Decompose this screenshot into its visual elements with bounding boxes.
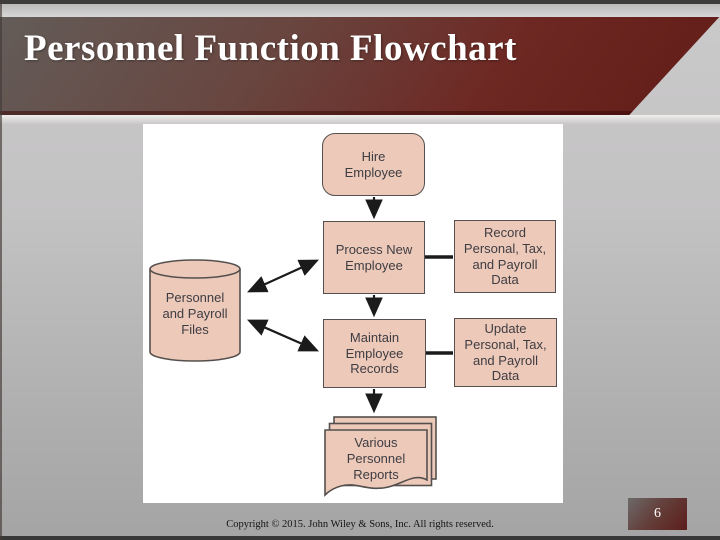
cylinder-shape bbox=[149, 259, 241, 362]
banner-underline-highlight bbox=[0, 115, 720, 124]
node-record-data-label: Record Personal, Tax, and Payroll Data bbox=[463, 224, 547, 288]
node-hire-employee-label: Hire Employee bbox=[344, 148, 403, 180]
copyright-text: Copyright © 2015. John Wiley & Sons, Inc… bbox=[226, 519, 494, 530]
double-arrow-files-process bbox=[246, 259, 320, 293]
page-number-box: 6 bbox=[628, 498, 687, 530]
double-arrow-files-maintain bbox=[246, 319, 320, 352]
flowchart-connectors-and-shapes bbox=[149, 197, 453, 497]
node-process-new-employee-label: Process New Employee bbox=[335, 241, 413, 273]
flowchart-panel: Hire Employee Process New Employee Recor… bbox=[143, 124, 563, 503]
slide-bottom-edge bbox=[0, 536, 720, 540]
slide-left-edge bbox=[0, 0, 2, 540]
node-hire-employee: Hire Employee bbox=[322, 133, 425, 196]
page-title: Personnel Function Flowchart bbox=[24, 28, 517, 69]
node-personnel-payroll-files-label: Personnel and Payroll Files bbox=[162, 290, 228, 337]
slide-top-edge bbox=[0, 0, 720, 4]
page-number: 6 bbox=[654, 506, 661, 521]
node-update-data-label: Update Personal, Tax, and Payroll Data bbox=[464, 320, 547, 384]
node-maintain-employee-records: Maintain Employee Records bbox=[323, 319, 426, 388]
title-banner bbox=[0, 17, 720, 115]
document-shape bbox=[324, 416, 437, 497]
node-maintain-employee-records-label: Maintain Employee Records bbox=[345, 329, 404, 377]
node-various-personnel-reports: Various Personnel Reports bbox=[325, 430, 427, 488]
node-process-new-employee: Process New Employee bbox=[323, 221, 425, 294]
node-record-data: Record Personal, Tax, and Payroll Data bbox=[454, 220, 556, 293]
top-light-band bbox=[0, 4, 720, 17]
node-update-data: Update Personal, Tax, and Payroll Data bbox=[454, 318, 557, 387]
node-personnel-payroll-files: Personnel and Payroll Files bbox=[150, 276, 240, 352]
node-various-personnel-reports-label: Various Personnel Reports bbox=[346, 435, 406, 482]
